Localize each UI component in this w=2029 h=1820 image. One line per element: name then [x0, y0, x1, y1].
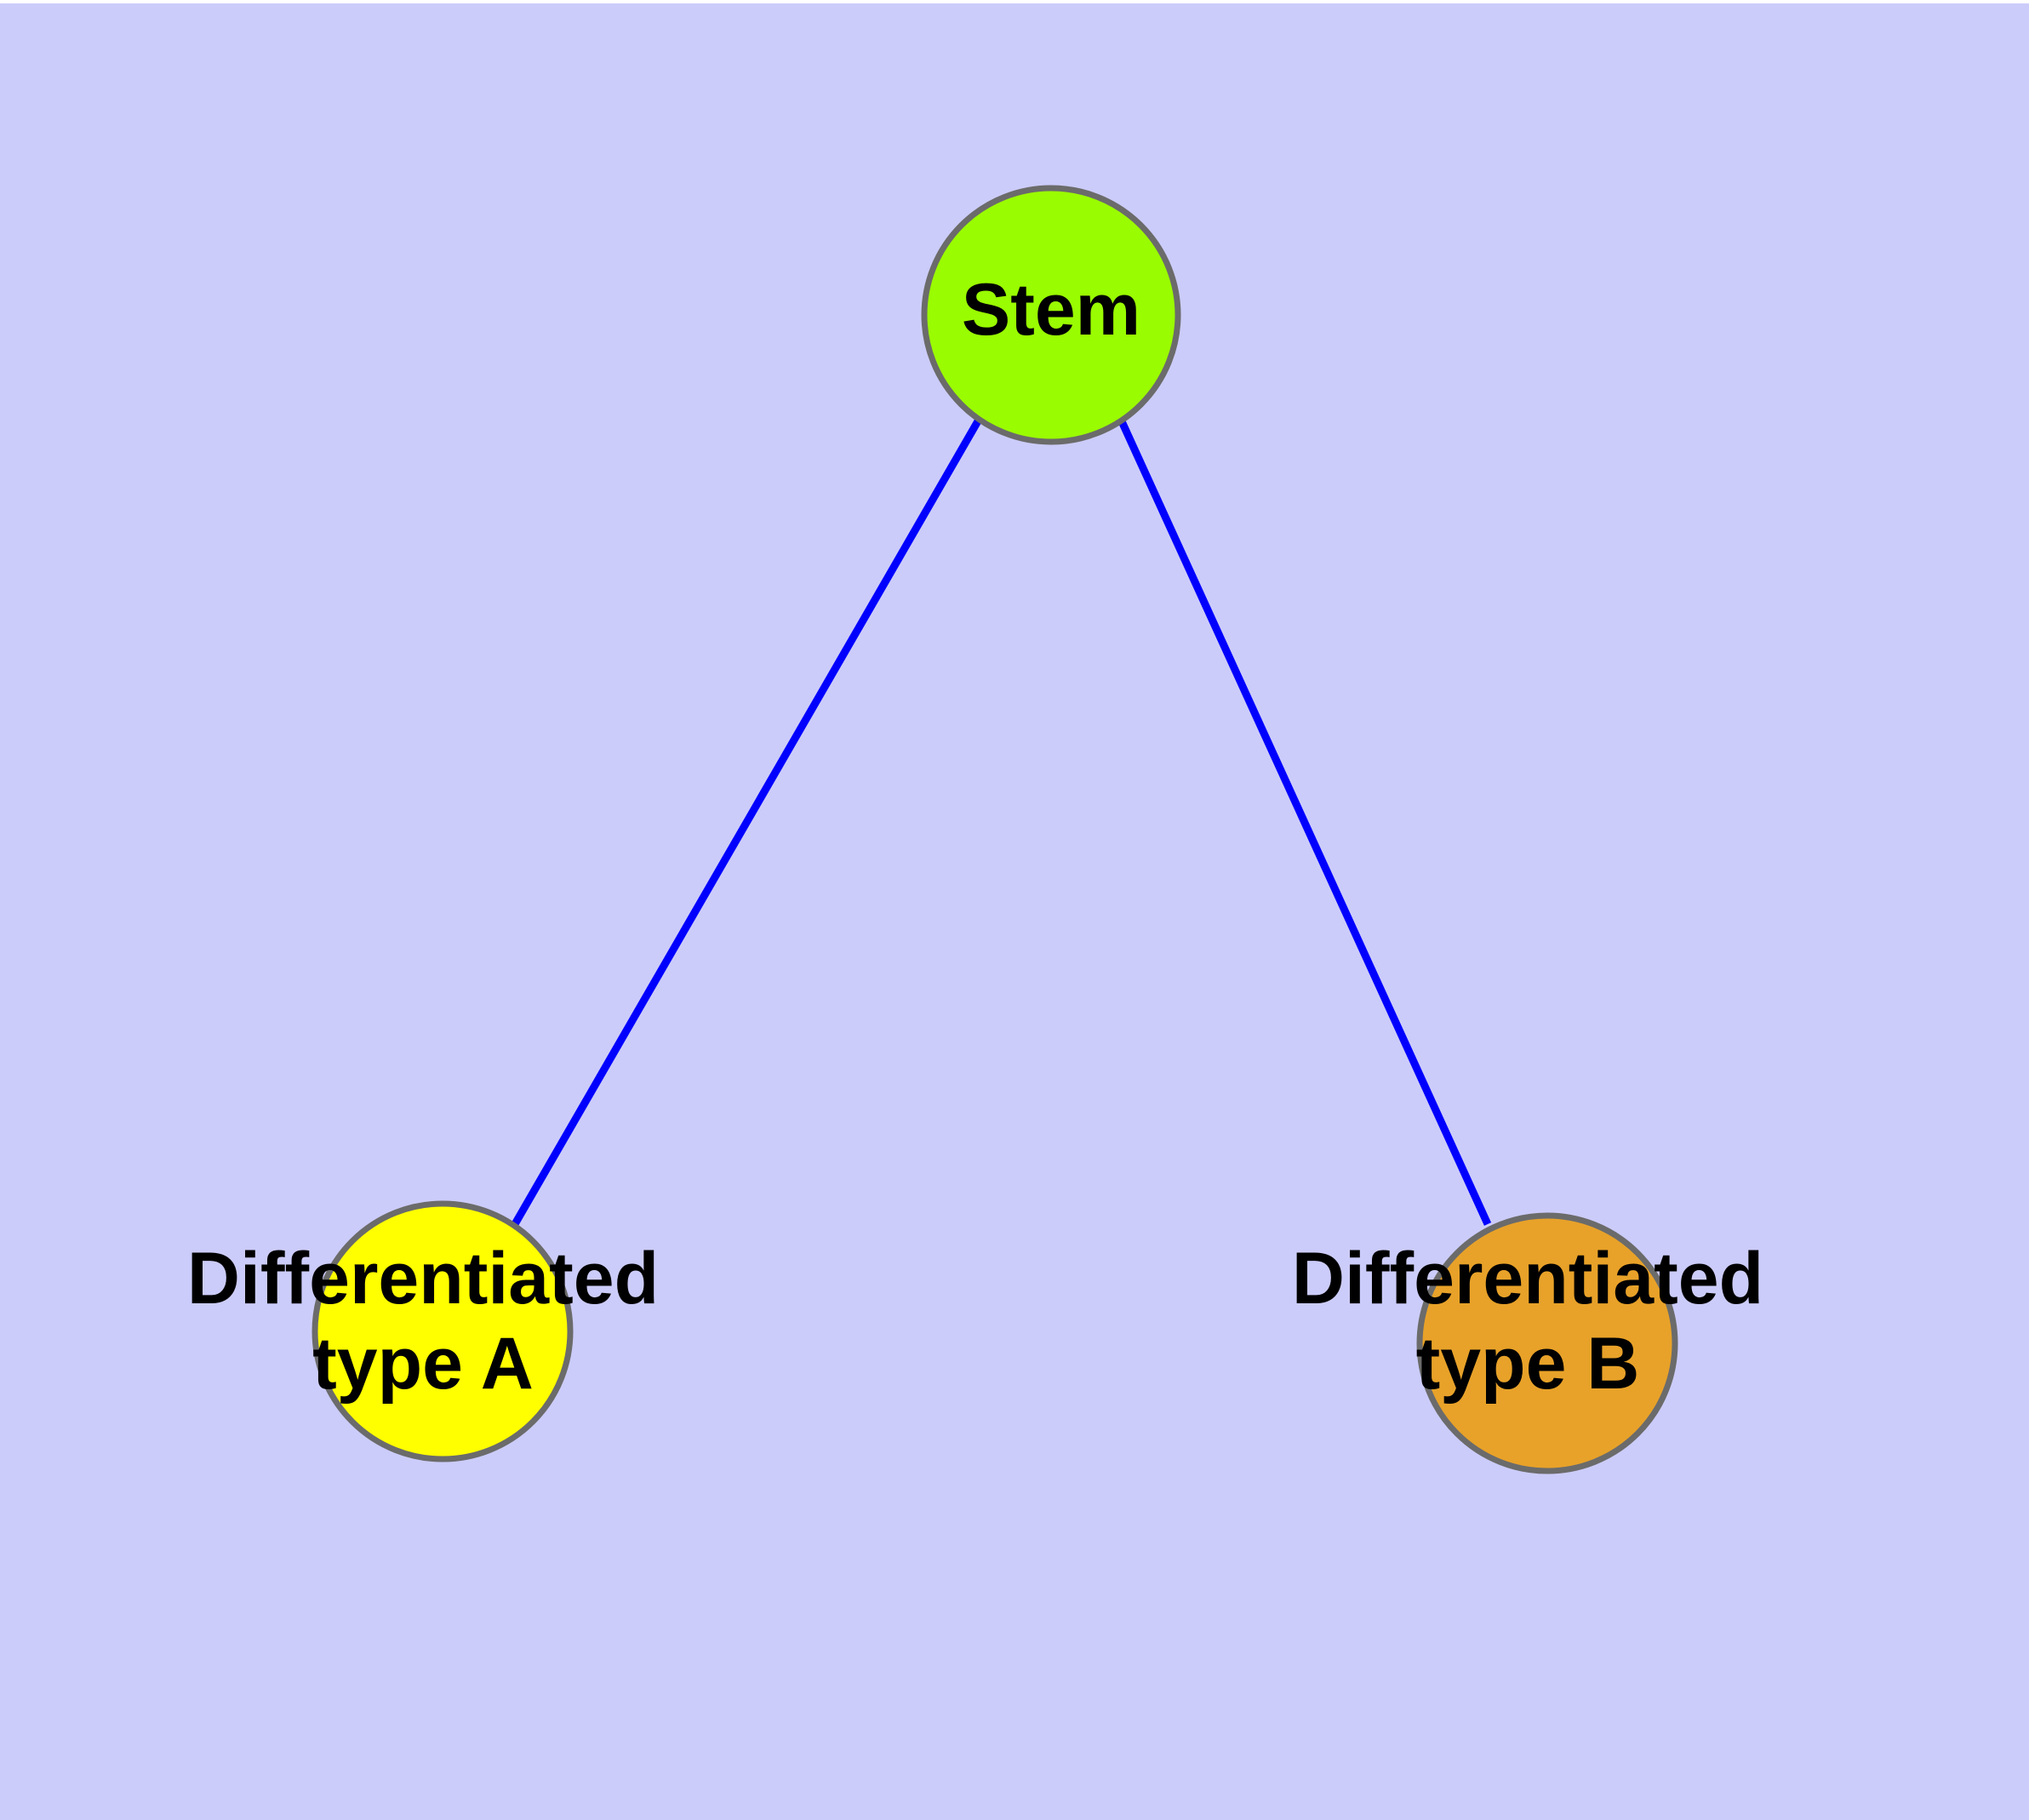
node-stem-label: Stem — [962, 269, 1140, 351]
node-stem-circle[interactable] — [921, 185, 1181, 445]
edge-layer — [512, 417, 1492, 1227]
node-differentiated-type-a-circle[interactable] — [311, 1200, 574, 1462]
edge-stem-to-diff-b — [1117, 420, 1492, 1226]
node-differentiated-type-b-circle[interactable] — [1416, 1212, 1678, 1474]
node-stem[interactable]: Stem — [921, 185, 1181, 445]
edge-stem-to-diff-a — [512, 417, 982, 1227]
